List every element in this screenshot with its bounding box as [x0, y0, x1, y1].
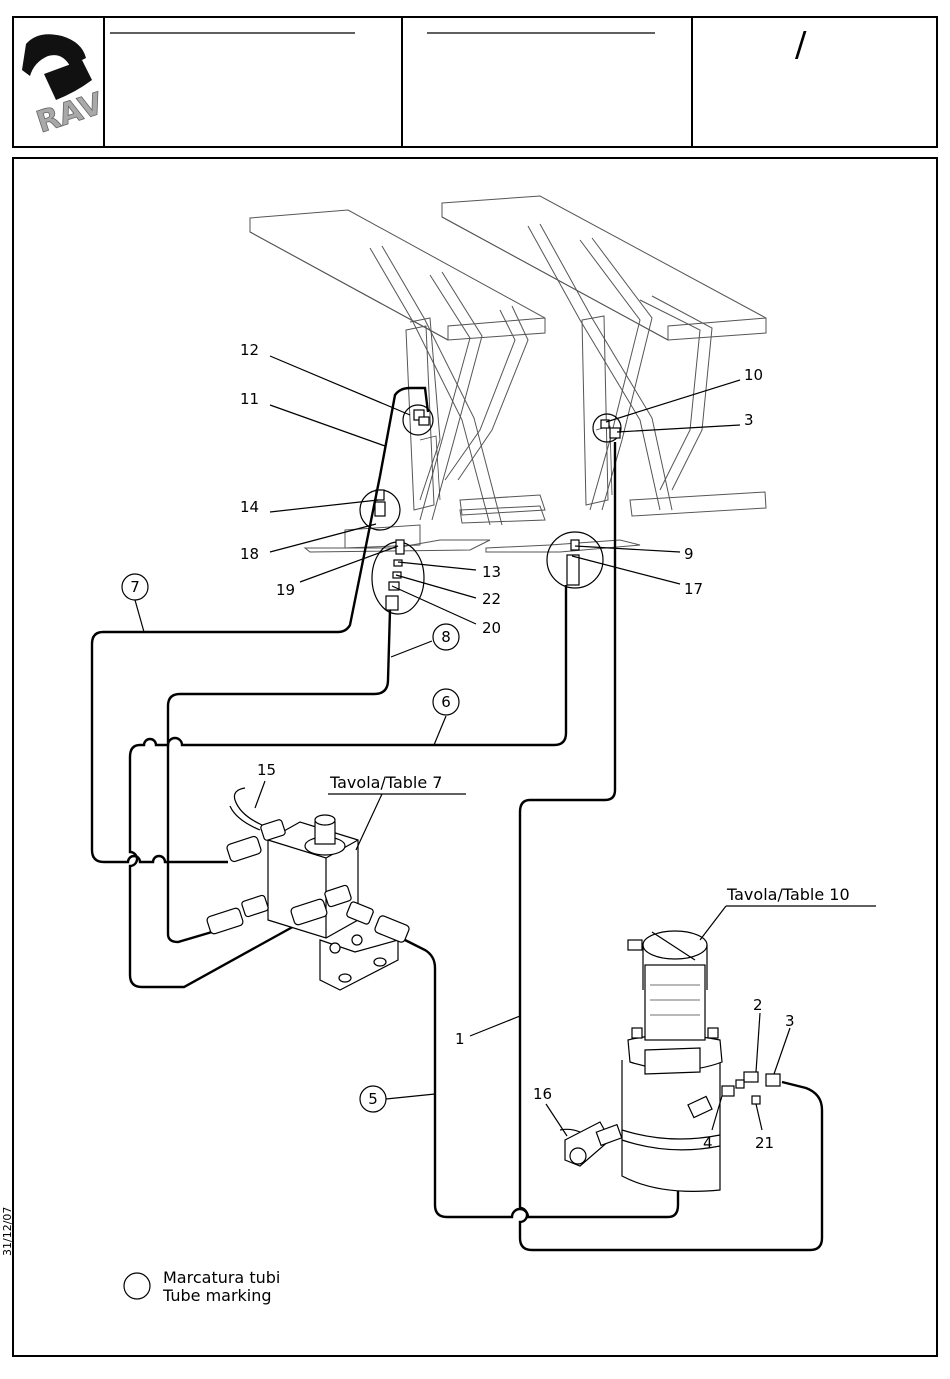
tube-marking-5: 5: [368, 1090, 378, 1108]
power-unit: [560, 931, 780, 1191]
legend-line-italian: Marcatura tubi: [163, 1268, 280, 1287]
part-label-18: 18: [240, 545, 259, 563]
tube-marking-6: 6: [441, 693, 451, 711]
legend-circle-symbol: [124, 1273, 150, 1299]
part-label-2: 2: [753, 996, 763, 1014]
part-label-17: 17: [684, 580, 703, 598]
date-stamp: 31/12/07: [1, 1207, 14, 1256]
valve-block: [206, 788, 410, 990]
tube-marking-8: 8: [441, 628, 451, 646]
part-label-22: 22: [482, 590, 501, 608]
part-label-15: 15: [257, 761, 276, 779]
pipe-7-upper: [380, 388, 428, 476]
legend-line-english: Tube marking: [162, 1286, 272, 1305]
scissor-lift-right: [442, 196, 766, 552]
revision-mark: /: [795, 25, 807, 65]
part-label-11: 11: [240, 390, 259, 408]
company-logo: RAV: [22, 34, 108, 140]
logo-lettering: RAV: [32, 86, 108, 140]
part-label-10: 10: [744, 366, 763, 384]
part-label-19: 19: [276, 581, 295, 599]
table-10-reference: Tavola/Table 10: [726, 885, 850, 904]
part-label-16: 16: [533, 1085, 552, 1103]
part-label-3-top: 3: [744, 411, 754, 429]
table-7-reference: Tavola/Table 7: [329, 773, 442, 792]
title-block: / RAV: [13, 17, 937, 147]
part-label-13: 13: [482, 563, 501, 581]
tube-marking-7: 7: [130, 578, 140, 596]
legend: Marcatura tubi Tube marking: [124, 1268, 280, 1305]
part-label-1: 1: [455, 1030, 465, 1048]
part-label-4: 4: [703, 1134, 713, 1152]
part-label-21: 21: [755, 1134, 774, 1152]
part-label-14: 14: [240, 498, 259, 516]
part-label-3-bottom: 3: [785, 1012, 795, 1030]
part-label-20: 20: [482, 619, 501, 637]
part-label-9: 9: [684, 545, 694, 563]
part-label-12: 12: [240, 341, 259, 359]
